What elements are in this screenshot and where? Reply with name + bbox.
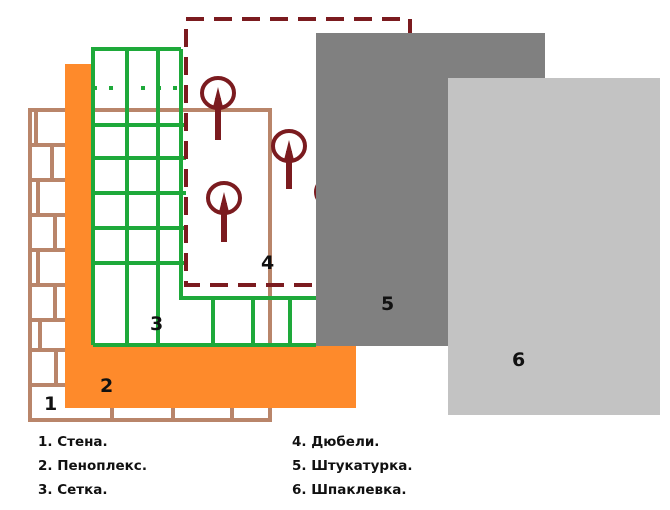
- dowels-number: 4: [261, 252, 274, 274]
- mesh-number: 3: [150, 313, 163, 335]
- wall-number: 1: [44, 393, 57, 415]
- legend-item-wall: 1. Стена.: [38, 434, 108, 450]
- legend-item-mesh: 3. Сетка.: [38, 482, 108, 498]
- legend-item-plaster: 5. Штукатурка.: [292, 458, 413, 474]
- putty-number: 6: [512, 349, 525, 371]
- legend-item-dowels: 4. Дюбели.: [292, 434, 380, 450]
- legend-item-foam: 2. Пеноплекс.: [38, 458, 147, 474]
- wall-layer: [28, 108, 272, 422]
- foam-number: 2: [100, 375, 113, 397]
- legend-left-column: 1. Стена. 2. Пеноплекс. 3. Сетка.: [38, 430, 147, 502]
- dowel-tip: [213, 87, 223, 107]
- foam-layer: [65, 64, 356, 408]
- insulation-layers-diagram: 1 2 3 4 5 6: [28, 17, 660, 422]
- plaster-number: 5: [381, 293, 394, 315]
- mesh-edge: [91, 47, 181, 345]
- dowel-tip: [219, 192, 229, 212]
- wall-bricks: [30, 110, 234, 420]
- legend-item-putty: 6. Шпаклевка.: [292, 482, 407, 498]
- mesh-layer: [91, 47, 316, 347]
- legend-right-column: 4. Дюбели. 5. Штукатурка. 6. Шпаклевка.: [292, 430, 413, 502]
- dowel-zone-outline: [184, 17, 412, 287]
- wall-outline: [28, 108, 272, 422]
- dowels-group: [200, 76, 338, 242]
- dowel-tip: [284, 140, 294, 160]
- mesh-edge: [179, 49, 316, 300]
- putty-layer: [448, 78, 660, 415]
